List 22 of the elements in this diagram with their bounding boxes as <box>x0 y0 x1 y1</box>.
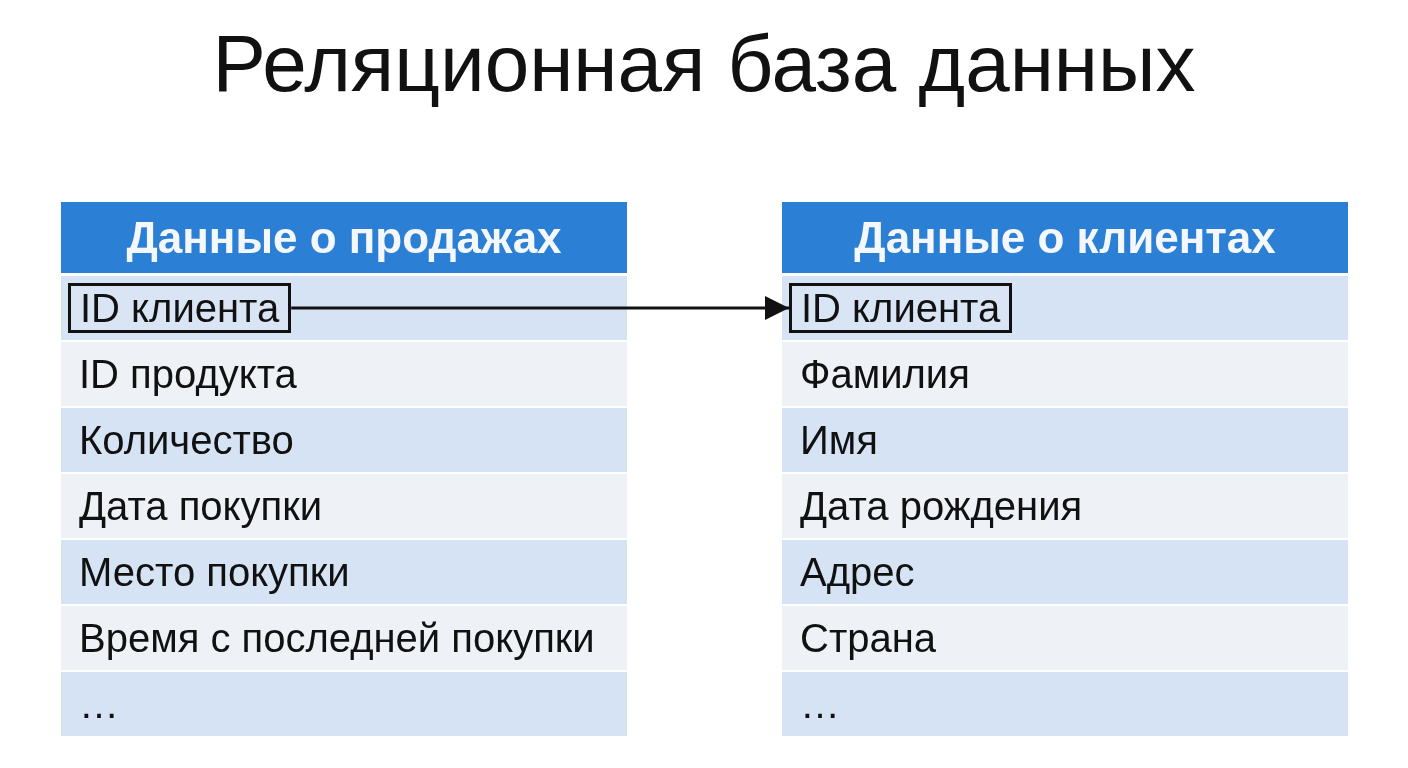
table-row: ID продукта <box>61 342 627 406</box>
key-field-outline: ID клиента <box>789 283 1013 333</box>
arrow <box>291 296 789 320</box>
table-row: Адрес <box>782 540 1348 604</box>
table-row: Время с последней покупки <box>61 606 627 670</box>
table-row: Дата рождения <box>782 474 1348 538</box>
table-row: Страна <box>782 606 1348 670</box>
table-row: Дата покупки <box>61 474 627 538</box>
key-field-outline: ID клиента <box>68 283 292 333</box>
table-row: Количество <box>61 408 627 472</box>
diagram-title: Реляционная база данных <box>211 19 1197 109</box>
table-row: Фамилия <box>782 342 1348 406</box>
table-row: … <box>61 672 627 736</box>
data-table <box>61 202 627 738</box>
table-header: Данные о продажах <box>61 202 627 273</box>
table-row <box>61 276 627 340</box>
data-table <box>782 202 1348 738</box>
table-row <box>782 276 1348 340</box>
table-header: Данные о клиентах <box>782 202 1348 273</box>
table-row: Место покупки <box>61 540 627 604</box>
table-row: Имя <box>782 408 1348 472</box>
table-row: … <box>782 672 1348 736</box>
